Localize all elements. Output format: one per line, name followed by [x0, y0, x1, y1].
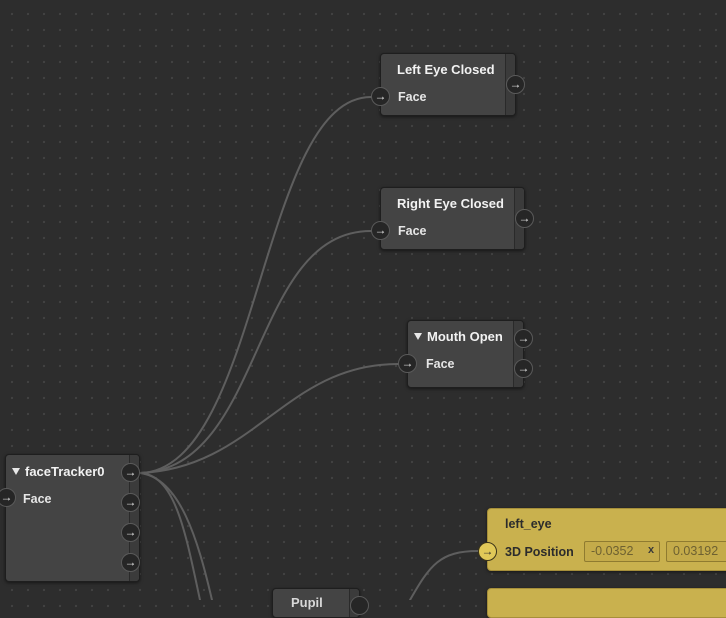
face-input-label: Face	[398, 224, 427, 238]
face-input-port[interactable]: →	[0, 488, 16, 507]
face-input-label: Face	[23, 492, 52, 506]
node-title: Right Eye Closed	[397, 196, 504, 211]
x-value-field[interactable]: -0.0352	[584, 541, 660, 562]
node-title-text: Mouth Open	[427, 329, 503, 344]
wire-to-lower-node-b	[139, 472, 213, 600]
arrow-right-icon: →	[518, 211, 531, 225]
face-input-label: Face	[398, 90, 427, 104]
arrow-right-icon: →	[374, 223, 387, 237]
wire-to-mouth-open	[139, 363, 399, 474]
node-title-text: faceTracker0	[25, 464, 105, 479]
arrow-right-icon: →	[124, 465, 137, 479]
face-input-port[interactable]: →	[371, 221, 390, 240]
output-port[interactable]: →	[121, 463, 140, 482]
node-output-rail	[129, 455, 139, 581]
node-title: faceTracker0	[12, 464, 105, 479]
arrow-right-icon: →	[481, 544, 494, 558]
arrow-right-icon: →	[374, 89, 387, 103]
wire-to-left-eye-closed	[139, 96, 372, 474]
x-value: -0.0352	[591, 544, 634, 558]
output-port[interactable]: →	[121, 553, 140, 572]
right-eye-closed-node[interactable]: Right Eye Closed Face	[380, 187, 525, 250]
arrow-right-icon: →	[124, 525, 137, 539]
output-port[interactable]: →	[515, 209, 534, 228]
connection-wires	[139, 96, 479, 600]
left-eye-node[interactable]: left_eye 3D Position -0.0352 x 0.03192	[487, 508, 726, 571]
triangle-down-icon[interactable]	[414, 333, 422, 340]
output-port[interactable]: →	[121, 493, 140, 512]
arrow-right-icon: →	[401, 356, 414, 370]
output-port[interactable]: →	[506, 75, 525, 94]
arrow-right-icon: →	[509, 77, 522, 91]
wire-to-left-eye	[409, 550, 479, 600]
position-input-port[interactable]: →	[478, 542, 497, 561]
node-title: Left Eye Closed	[397, 62, 495, 77]
output-port[interactable]: →	[514, 329, 533, 348]
left-eye-closed-node[interactable]: Left Eye Closed Face	[380, 53, 516, 116]
node-title: Mouth Open	[414, 329, 503, 344]
wire-to-right-eye-closed	[139, 230, 372, 474]
face-input-port[interactable]: →	[371, 87, 390, 106]
face-input-port[interactable]: →	[398, 354, 417, 373]
face-input-label: Face	[426, 357, 455, 371]
output-port[interactable]	[350, 596, 369, 615]
arrow-right-icon: →	[517, 331, 530, 345]
output-port[interactable]: →	[121, 523, 140, 542]
triangle-down-icon[interactable]	[12, 468, 20, 475]
arrow-right-icon: →	[0, 490, 13, 504]
mouth-open-node[interactable]: Mouth Open Face	[407, 320, 524, 388]
arrow-right-icon: →	[517, 361, 530, 375]
arrow-right-icon: →	[124, 555, 137, 569]
x-axis-label: x	[648, 544, 655, 556]
position-input-label: 3D Position	[505, 545, 574, 559]
y-value-field[interactable]: 0.03192	[666, 541, 726, 562]
arrow-right-icon: →	[124, 495, 137, 509]
node-title: Pupil	[291, 595, 323, 610]
node-output-rail	[513, 321, 523, 387]
output-port[interactable]: →	[514, 359, 533, 378]
face-tracker-node[interactable]: faceTracker0 Face	[5, 454, 140, 582]
node-title: left_eye	[505, 517, 552, 531]
partial-node[interactable]: Pupil	[272, 588, 360, 618]
y-value: 0.03192	[673, 544, 719, 558]
right-eye-node[interactable]	[487, 588, 726, 618]
